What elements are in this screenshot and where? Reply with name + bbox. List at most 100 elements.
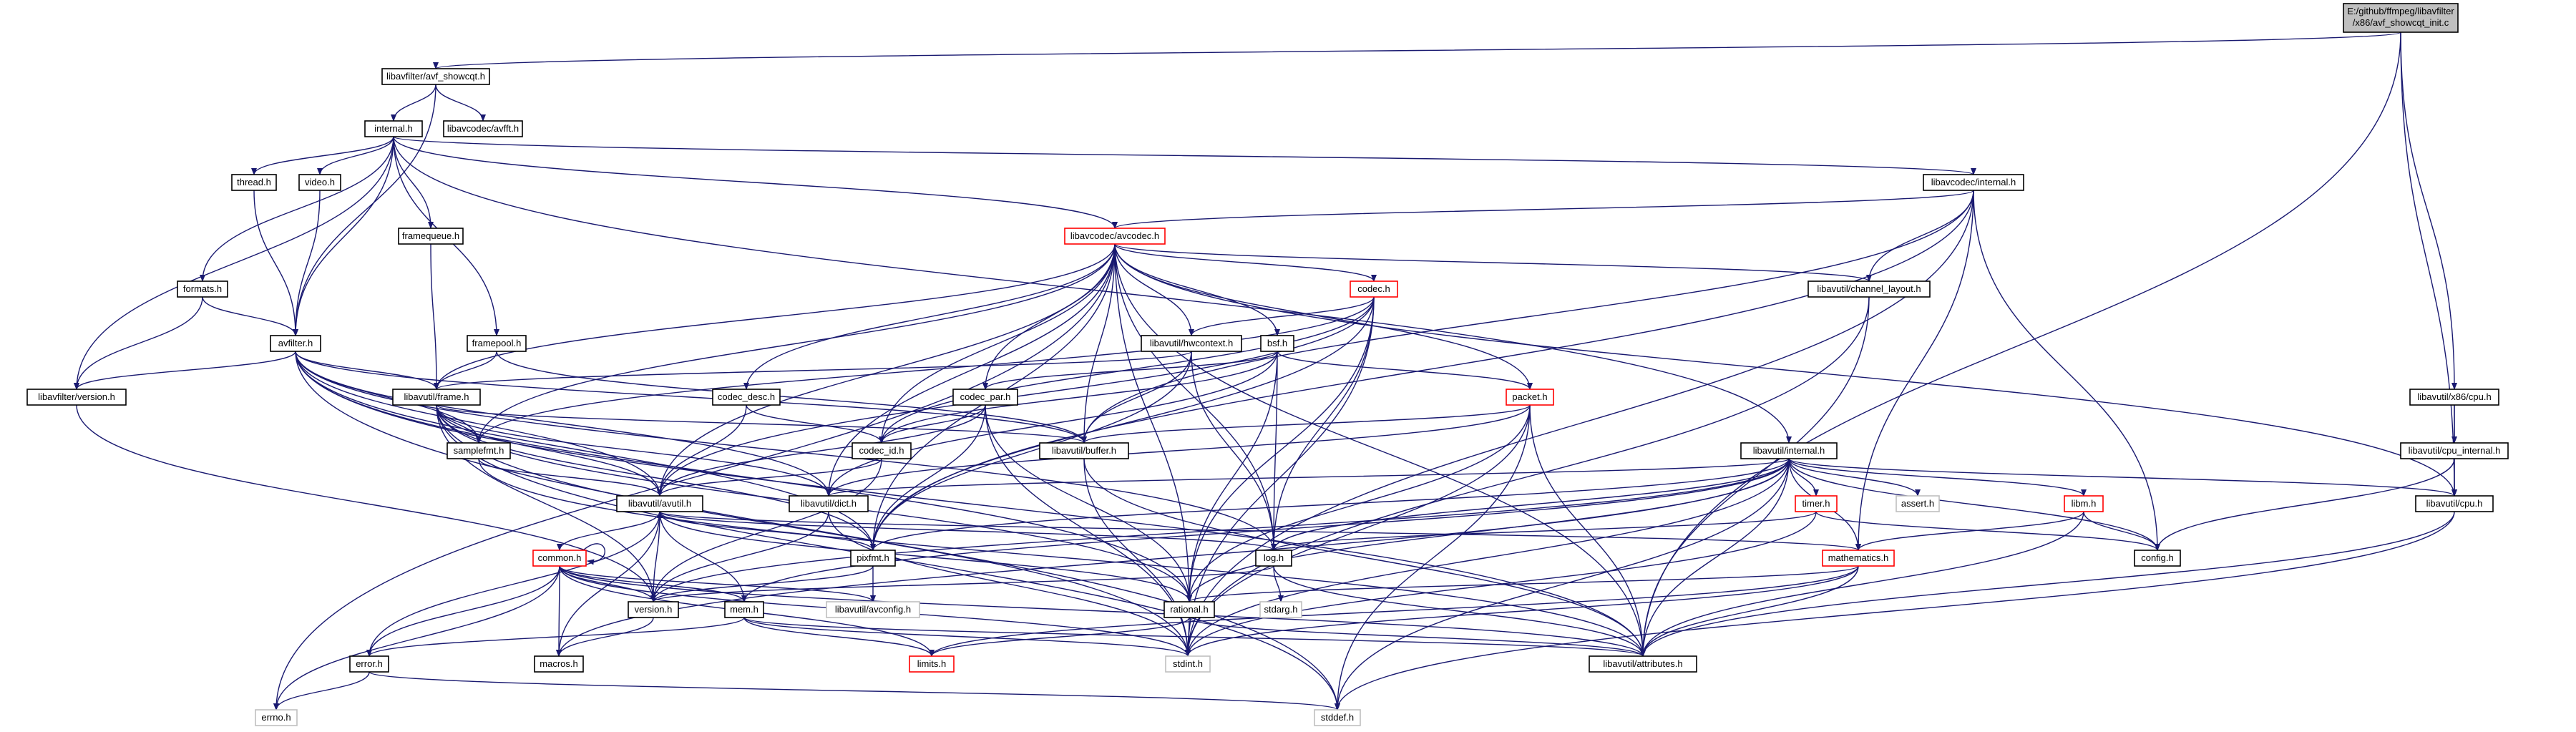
node-lavu-internal-h[interactable]: libavutil/internal.h <box>1740 442 1838 459</box>
node-label: libavutil/avconfig.h <box>835 604 911 615</box>
node-avfft-h[interactable]: libavcodec/avfft.h <box>443 120 523 137</box>
node-log-h[interactable]: log.h <box>1255 550 1292 567</box>
edge-mathematics_h-to-stdint_h <box>1185 565 1859 657</box>
edge-lavu_frame_h-to-buffer_h <box>436 404 1087 444</box>
node-version-h[interactable]: version.h <box>628 601 679 618</box>
node-dict-h[interactable]: libavutil/dict.h <box>789 495 869 512</box>
edge-lavu_internal_h-to-pixfmt_h <box>870 458 1790 551</box>
edge-internal_h-to-avfilter_h <box>293 136 394 336</box>
node-formats-h[interactable]: formats.h <box>177 280 228 298</box>
node-mathematics-h[interactable]: mathematics.h <box>1822 550 1895 567</box>
node-libm-h[interactable]: libm.h <box>2064 495 2104 512</box>
edge-bsf_h-to-log_h <box>1271 351 1278 551</box>
edge-common_h-to-mem_h <box>559 565 747 602</box>
node-hwcontext-h[interactable]: libavutil/hwcontext.h <box>1141 335 1242 352</box>
node-avfilter-h[interactable]: avfilter.h <box>270 335 321 352</box>
edge-avfilter_h-to-lavfi_version_h <box>74 351 296 390</box>
node-label: stdarg.h <box>1264 604 1298 615</box>
node-label: libavutil/channel_layout.h <box>1817 283 1921 294</box>
edge-avfilter_h-to-buffer_h <box>295 351 1087 444</box>
edge-bsf_h-to-rational_h <box>1186 351 1278 602</box>
edge-common_h-to-macros_h <box>556 565 562 657</box>
edges-layer <box>74 31 2457 711</box>
node-errno-h[interactable]: errno.h <box>255 709 298 726</box>
node-lavu-frame-h[interactable]: libavutil/frame.h <box>392 389 481 406</box>
node-stdarg-h[interactable]: stdarg.h <box>1259 601 1302 618</box>
edge-codec_h-to-stdint_h <box>1185 296 1375 657</box>
node-label: libavutil/buffer.h <box>1052 445 1116 456</box>
node-cpu-internal-h[interactable]: libavutil/cpu_internal.h <box>2400 442 2509 459</box>
edge-lavu_frame_h-to-version_h <box>436 404 656 602</box>
node-assert-h[interactable]: assert.h <box>1896 495 1940 512</box>
edge-lavu_internal_h-to-macros_h <box>556 458 1790 657</box>
edge-avcodec_h-to-attributes_h <box>1114 243 1646 657</box>
edge-avcodec_h-to-channel_layout_h <box>1114 243 1872 282</box>
edge-dict_h-to-stdint_h <box>828 511 1191 657</box>
node-avconfig-h[interactable]: libavutil/avconfig.h <box>826 601 920 618</box>
node-label: pixfmt.h <box>857 552 889 563</box>
node-error-h[interactable]: error.h <box>349 655 389 673</box>
node-macros-h[interactable]: macros.h <box>534 655 584 673</box>
node-x86-cpu-h[interactable]: libavutil/x86/cpu.h <box>2409 389 2499 406</box>
node-codec-id-h[interactable]: codec_id.h <box>852 442 912 459</box>
node-label: framequeue.h <box>402 230 459 241</box>
edge-codec_desc_h-to-avutil_h <box>657 404 747 497</box>
node-buffer-h[interactable]: libavutil/buffer.h <box>1039 442 1129 459</box>
edge-samplefmt_h-to-avutil_h <box>478 458 663 497</box>
node-avcodec-h[interactable]: libavcodec/avcodec.h <box>1064 228 1166 245</box>
node-stddef-h[interactable]: stddef.h <box>1314 709 1361 726</box>
node-codec-h[interactable]: codec.h <box>1350 280 1398 298</box>
edge-buffer_h-to-stdint_h <box>1083 458 1191 657</box>
node-label: libavutil/dict.h <box>801 498 857 509</box>
edge-avutil_h-to-mathematics_h <box>659 511 1861 551</box>
node-label: libavcodec/avfft.h <box>447 123 519 134</box>
node-codec-par-h[interactable]: codec_par.h <box>952 389 1018 406</box>
edge-codec_id_h-to-avutil_h <box>657 458 882 497</box>
node-label: libavutil/frame.h <box>404 391 469 402</box>
node-mem-h[interactable]: mem.h <box>724 601 764 618</box>
edge-lavu_internal_h-to-assert_h <box>1788 458 1921 497</box>
node-lavu-cpu-h[interactable]: libavutil/cpu.h <box>2415 495 2494 512</box>
node-label: stddef.h <box>1321 712 1354 723</box>
node-root[interactable]: E:/github/ffmpeg/libavfilter/x86/avf_sho… <box>2343 3 2459 33</box>
node-stdint-h[interactable]: stdint.h <box>1165 655 1211 673</box>
node-samplefmt-h[interactable]: samplefmt.h <box>447 442 511 459</box>
node-box <box>381 68 490 85</box>
edge-error_h-to-stddef_h <box>369 671 1340 711</box>
node-lavfi-version-h[interactable]: libavfilter/version.h <box>26 389 127 406</box>
node-bsf-h[interactable]: bsf.h <box>1260 335 1294 352</box>
node-codec-desc-h[interactable]: codec_desc.h <box>712 389 781 406</box>
node-label: libavcodec/avcodec.h <box>1070 230 1159 241</box>
node-pixfmt-h[interactable]: pixfmt.h <box>850 550 896 567</box>
node-box <box>1314 709 1361 726</box>
node-thread-h[interactable]: thread.h <box>231 174 277 191</box>
edge-packet_h-to-stddef_h <box>1335 404 1531 711</box>
node-lavc-internal-h[interactable]: libavcodec/internal.h <box>1923 174 2024 191</box>
node-box <box>298 174 341 191</box>
edge-video_h-to-avfilter_h <box>293 190 321 336</box>
node-channel-layout-h[interactable]: libavutil/channel_layout.h <box>1807 280 1931 298</box>
node-avutil-h[interactable]: libavutil/avutil.h <box>616 495 703 512</box>
edge-log_h-to-attributes_h <box>1273 565 1646 657</box>
node-config-h[interactable]: config.h <box>2134 550 2181 567</box>
node-attributes-h[interactable]: libavutil/attributes.h <box>1589 655 1697 673</box>
edge-codec_h-to-rational_h <box>1186 296 1375 602</box>
node-common-h[interactable]: common.h <box>532 550 587 567</box>
edge-version_h-to-macros_h <box>556 617 654 657</box>
edge-hwcontext_h-to-pixfmt_h <box>870 351 1192 551</box>
edge-lavu_cpu_h-to-attributes_h <box>1640 511 2455 657</box>
node-framequeue-h[interactable]: framequeue.h <box>398 228 464 245</box>
node-label: codec_id.h <box>859 445 904 456</box>
edge-lavu_internal_h-to-stdint_h <box>1185 458 1790 657</box>
node-rational-h[interactable]: rational.h <box>1163 601 1215 618</box>
node-video-h[interactable]: video.h <box>298 174 341 191</box>
node-label: packet.h <box>1512 391 1547 402</box>
node-packet-h[interactable]: packet.h <box>1506 389 1554 406</box>
node-limits-h[interactable]: limits.h <box>909 655 955 673</box>
node-internal-h[interactable]: internal.h <box>364 120 423 137</box>
edge-root-to-x86_cpu_h <box>2400 31 2457 390</box>
node-timer-h[interactable]: timer.h <box>1795 495 1838 512</box>
node-label: macros.h <box>540 658 577 669</box>
node-showcqt-h[interactable]: libavfilter/avf_showcqt.h <box>381 68 490 85</box>
node-framepool-h[interactable]: framepool.h <box>467 335 527 352</box>
